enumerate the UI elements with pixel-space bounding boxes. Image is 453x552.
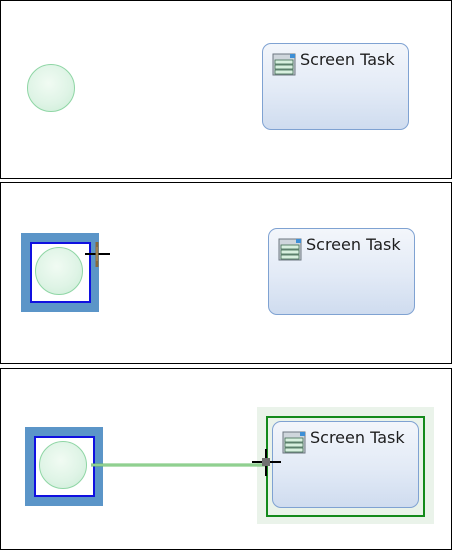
diagram-canvas-step-2[interactable]: Screen Task bbox=[0, 182, 452, 364]
screen-task-icon bbox=[272, 53, 296, 76]
screen-task[interactable]: Screen Task bbox=[262, 43, 409, 130]
screen-task[interactable]: Screen Task bbox=[268, 228, 415, 315]
task-drop-target-border bbox=[266, 416, 425, 517]
screen-task-label: Screen Task bbox=[306, 235, 401, 254]
screen-task-label: Screen Task bbox=[310, 428, 405, 447]
screen-task[interactable]: Screen Task bbox=[272, 421, 419, 508]
start-event[interactable] bbox=[39, 441, 87, 489]
diagram-canvas-step-1[interactable]: Screen Task bbox=[0, 0, 452, 179]
screen-task-label: Screen Task bbox=[300, 50, 395, 69]
start-event[interactable] bbox=[27, 64, 75, 112]
start-event[interactable] bbox=[35, 247, 83, 295]
diagram-canvas-step-3[interactable]: Screen Task bbox=[0, 368, 452, 550]
screen-task-icon bbox=[282, 431, 306, 454]
screen-task-icon bbox=[278, 238, 302, 261]
